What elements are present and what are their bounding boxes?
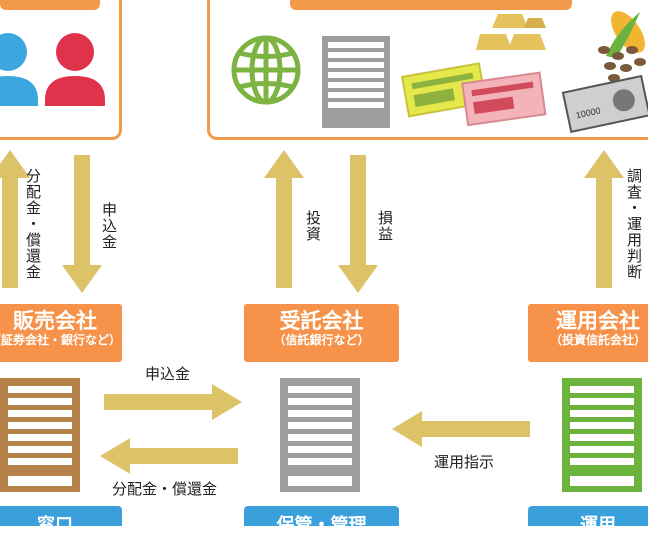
corn-icon (606, 11, 645, 58)
sales-company-title: 販売会社 (13, 309, 97, 333)
label-distribution: 分配金・償還金 (24, 168, 42, 280)
arrow-up-research (584, 150, 624, 288)
beans-icon (598, 46, 646, 82)
bond-certificates-icon (400, 62, 547, 127)
management-company-box: 運用会社 （投資信託会社） (528, 304, 648, 362)
tab-custody: 保管・管理 (244, 506, 399, 536)
label-application-horizontal: 申込金 (145, 365, 191, 383)
label-instruction: 運用指示 (434, 453, 495, 471)
investors-icon (0, 33, 105, 106)
trust-company-title: 受託会社 (279, 309, 364, 333)
label-application: 申込金 (100, 202, 118, 250)
investors-panel-header (0, 0, 100, 10)
management-company-title: 運用会社 (556, 309, 640, 333)
arrow-down-application (62, 155, 102, 293)
tab-counter: 窓口 (0, 506, 122, 536)
arrow-up-investment (264, 150, 304, 288)
trust-company-subtitle: （信託銀行など） (273, 333, 370, 347)
trust-company-box: 受託会社 （信託銀行など） (244, 304, 399, 362)
trust-building-icon (280, 378, 360, 492)
arrow-left-instruction (392, 411, 530, 447)
arrow-right-application (104, 384, 242, 420)
label-investment: 投資 (304, 210, 322, 242)
label-research: 調査・運用判断 (625, 168, 643, 280)
management-company-subtitle: （投資信託会社） (549, 333, 646, 347)
sales-company-subtitle: （証券会社・銀行など） (0, 333, 121, 347)
globe-icon (231, 35, 301, 105)
arrow-down-profit (338, 155, 378, 293)
building-icon (322, 36, 390, 128)
sales-company-box: 販売会社 （証券会社・銀行など） (0, 304, 122, 362)
arrow-up-distribution (0, 150, 30, 288)
management-building-icon (562, 378, 642, 492)
investors-panel (0, 0, 122, 140)
markets-panel-header (290, 0, 572, 10)
label-distribution-horizontal: 分配金・償還金 (112, 480, 218, 498)
label-profit: 損益 (376, 210, 394, 242)
banknote-icon: 10000 (561, 74, 648, 134)
tab-management: 運用 (528, 506, 648, 536)
arrow-left-distribution (100, 438, 238, 474)
sales-building-icon (0, 378, 80, 492)
gold-bars-icon (476, 14, 546, 50)
